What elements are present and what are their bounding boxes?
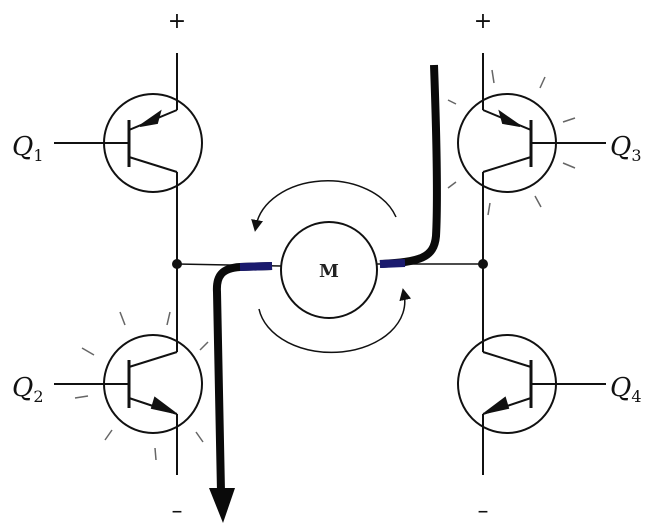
plus-left: + xyxy=(168,9,186,34)
transistor-q3 xyxy=(457,53,606,264)
minus-left: – xyxy=(172,499,183,524)
glow-q3 xyxy=(447,69,576,216)
glow-q2 xyxy=(74,311,209,461)
rotation-arrow-bottom xyxy=(258,288,412,354)
node-right xyxy=(478,259,488,269)
rotation-arrow-top xyxy=(251,180,397,232)
transistor-q2 xyxy=(54,264,203,475)
label-q4: Q4 xyxy=(610,373,642,406)
transistor-q1 xyxy=(54,53,203,264)
plus-right: + xyxy=(474,9,492,34)
minus-right: – xyxy=(478,499,489,524)
motor xyxy=(280,221,378,319)
current-arrowhead xyxy=(209,488,235,523)
label-q1: Q1 xyxy=(12,132,44,165)
node-left xyxy=(172,259,182,269)
label-q2: Q2 xyxy=(12,373,44,406)
transistor-q4 xyxy=(457,264,606,475)
current-flow-path xyxy=(209,64,441,523)
label-q3: Q3 xyxy=(610,132,642,165)
motor-label: M xyxy=(319,261,339,282)
